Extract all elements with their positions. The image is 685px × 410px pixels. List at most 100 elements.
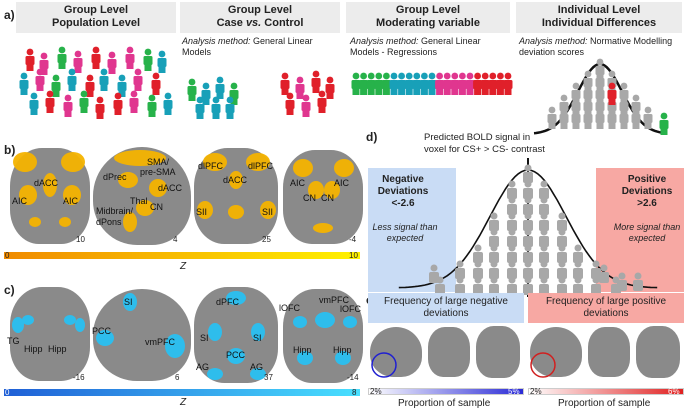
person-icon xyxy=(133,68,143,91)
slice-b1: 4 xyxy=(173,235,178,244)
person-gray-icon xyxy=(583,94,593,117)
method-moderating: Analysis method: General Linear Models -… xyxy=(350,36,481,57)
header-line1: Group Level xyxy=(395,4,461,16)
person-gray-icon xyxy=(523,164,533,183)
person-gray-icon xyxy=(571,106,581,129)
person-icon xyxy=(495,72,505,95)
person-gray-icon xyxy=(559,94,569,117)
header-population-level: Group Level Population Level xyxy=(16,2,176,33)
person-gray-icon xyxy=(595,94,605,117)
label-b3-2: CN xyxy=(303,193,316,203)
brain-axial2-c xyxy=(283,289,363,383)
person-gray-icon xyxy=(489,244,499,263)
header-line2: Population Level xyxy=(51,17,140,29)
positive-deviations-box xyxy=(596,168,684,292)
label-c2-5: AG xyxy=(250,362,264,372)
header-individual-differences: Individual Level Individual Differences xyxy=(516,2,682,33)
label-b2-4: SII xyxy=(262,207,274,217)
person-icon xyxy=(374,72,384,95)
label-c2-2: SI xyxy=(253,333,262,343)
person-gray-icon xyxy=(539,212,549,231)
panel-a-label: a) xyxy=(4,8,15,22)
label-b2-3: SII xyxy=(196,207,208,217)
header-case-vs-control: Group Level Case vs. Control xyxy=(180,2,340,33)
person-icon xyxy=(427,72,437,95)
person-icon xyxy=(366,72,376,95)
slice-c0: -16 xyxy=(73,373,85,382)
person-icon xyxy=(151,72,161,95)
person-icon xyxy=(99,68,109,91)
person-icon xyxy=(79,90,89,113)
person-gray-icon xyxy=(507,244,517,263)
positive-frequency-header: Frequency of large positive deviations xyxy=(528,293,684,323)
person-gray-icon xyxy=(489,228,499,247)
label-b1-5: CN xyxy=(150,202,163,212)
people-illustration xyxy=(19,46,669,135)
label-c3-1: vmPFC xyxy=(319,295,349,305)
person-icon xyxy=(85,74,95,97)
person-gray-icon xyxy=(607,106,617,129)
colorbar-b-min: 0 xyxy=(5,251,10,260)
person-icon xyxy=(435,72,445,95)
label-c2-3: PCC xyxy=(226,350,246,360)
header-line1: Group Level xyxy=(63,4,129,16)
person-gray-icon xyxy=(607,70,617,93)
negative-deviations-desc: Less signal than expected xyxy=(372,222,438,243)
panel-d-title: Predicted BOLD signal in voxel for CS+ >… xyxy=(424,132,545,155)
person-icon xyxy=(25,48,35,71)
person-icon xyxy=(51,74,61,97)
person-icon xyxy=(57,46,67,69)
person-gray-icon xyxy=(557,228,567,247)
label-b0-0: dACC xyxy=(34,178,59,188)
colorbar-e-neg-min: 2% xyxy=(370,387,382,396)
person-gray-icon xyxy=(507,260,517,279)
person-gray-icon xyxy=(557,260,567,279)
colorbar-e-pos-label: Proportion of sample xyxy=(558,398,651,409)
label-b1-7: dPons xyxy=(96,217,122,227)
person-gray-icon xyxy=(583,82,593,105)
person-gray-icon xyxy=(523,244,533,263)
person-gray-icon xyxy=(573,260,583,279)
person-gray-icon xyxy=(429,264,439,283)
person-icon xyxy=(397,72,407,95)
person-gray-icon xyxy=(473,244,483,263)
person-icon xyxy=(450,72,460,95)
label-b1-0: SMA/ xyxy=(147,157,170,167)
person-icon xyxy=(29,92,39,115)
header-line2: Individual Differences xyxy=(541,17,657,29)
label-b3-3: CN xyxy=(321,193,334,203)
header-line2: Case vs. Control xyxy=(216,17,304,29)
person-green-icon xyxy=(659,112,669,135)
header-line1: Individual Level xyxy=(557,4,641,16)
person-gray-icon xyxy=(547,106,557,129)
person-gray-icon xyxy=(643,106,653,129)
person-icon xyxy=(225,96,235,119)
label-c3-0: lOFC xyxy=(279,303,300,313)
person-gray-icon xyxy=(539,180,549,199)
person-gray-icon xyxy=(507,196,517,215)
brain-coronal-e-neg xyxy=(428,327,470,377)
person-gray-icon xyxy=(591,260,601,279)
label-b2-2: dACC xyxy=(223,175,248,185)
colorbar-e-pos-max: 6% xyxy=(668,387,680,396)
person-icon xyxy=(280,72,290,95)
person-gray-icon xyxy=(523,180,533,199)
label-c1-1: PCC xyxy=(92,326,112,336)
person-icon xyxy=(285,92,295,115)
person-icon xyxy=(325,76,335,99)
slice-b2: 25 xyxy=(262,235,271,244)
label-c1-2: vmPFC xyxy=(145,337,175,347)
person-icon xyxy=(39,52,49,75)
person-gray-icon xyxy=(619,106,629,129)
person-gray-icon xyxy=(539,244,549,263)
person-gray-icon xyxy=(539,260,549,279)
person-icon xyxy=(295,76,305,99)
label-c2-4: AG xyxy=(196,362,210,372)
person-gray-icon xyxy=(595,70,605,93)
person-icon xyxy=(381,72,391,95)
colorbar-c-max: 8 xyxy=(352,388,357,397)
person-gray-icon xyxy=(507,180,517,199)
person-gray-icon xyxy=(523,228,533,247)
person-icon xyxy=(73,50,83,73)
person-gray-icon xyxy=(631,106,641,129)
